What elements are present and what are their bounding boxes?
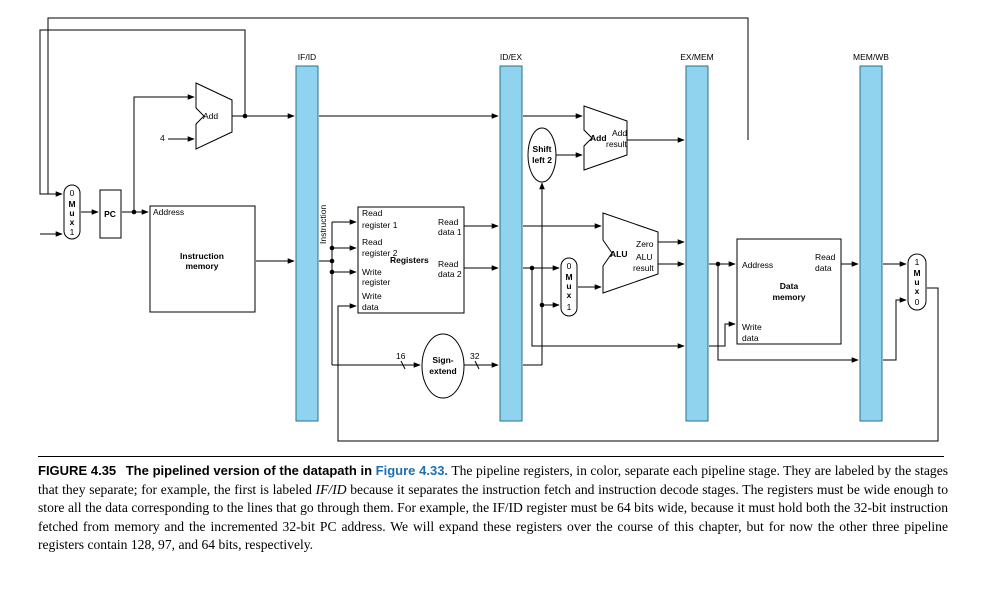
pipeline-register-id-ex: ID/EX [499, 52, 523, 422]
svg-text:M: M [68, 199, 75, 209]
svg-text:x: x [567, 290, 572, 300]
caption-body-emphasis: IF/ID [315, 481, 347, 497]
svg-text:Add: Add [590, 133, 607, 143]
svg-text:ALU: ALU [636, 252, 653, 262]
svg-text:result: result [606, 139, 627, 149]
svg-text:x: x [70, 217, 75, 227]
svg-text:Read: Read [362, 208, 383, 218]
svg-text:1: 1 [915, 257, 920, 267]
svg-text:Data: Data [780, 281, 799, 291]
svg-text:register 1: register 1 [362, 220, 398, 230]
sign-extend: Sign- extend 16 32 [396, 333, 480, 399]
svg-text:ALU: ALU [610, 249, 627, 259]
figure-title: The pipelined version of the datapath in [125, 463, 373, 478]
svg-text:IF/ID: IF/ID [298, 52, 316, 62]
pc-register: PC [99, 189, 122, 239]
caption-rule [38, 456, 944, 457]
svg-text:register 2: register 2 [362, 248, 398, 258]
svg-text:result: result [633, 263, 654, 273]
svg-text:MEM/WB: MEM/WB [853, 52, 889, 62]
add-if: Add [195, 82, 233, 150]
mux-wb: 1 M u x 0 [907, 253, 927, 311]
svg-text:Read: Read [438, 259, 459, 269]
junction-dots [131, 113, 721, 308]
svg-text:data 2: data 2 [438, 269, 462, 279]
svg-text:1: 1 [70, 227, 75, 237]
datapath-diagram: IF/ID Instruction ID/EX EX/MEM MEM/WB 0 … [39, 17, 939, 442]
svg-text:data: data [362, 302, 379, 312]
svg-text:PC: PC [104, 209, 116, 219]
constant-four: 4 [160, 133, 165, 143]
svg-text:Read: Read [438, 217, 459, 227]
instruction-memory: Address Instruction memory [149, 205, 256, 313]
caption-body-1: The pipeline registers, in color, separa… [38, 463, 949, 497]
svg-text:extend: extend [429, 366, 456, 376]
svg-text:16: 16 [396, 351, 406, 361]
svg-text:Address: Address [742, 260, 773, 270]
pipeline-register-ex-mem: EX/MEM [680, 52, 714, 422]
mux-ex: 0 M u x 1 [560, 257, 578, 317]
pipeline-register-mem-wb: MEM/WB [853, 52, 889, 422]
svg-text:register: register [362, 277, 391, 287]
svg-text:Registers: Registers [390, 255, 429, 265]
svg-text:ID/EX: ID/EX [500, 52, 523, 62]
shift-left-2: Shift left 2 [527, 127, 557, 183]
svg-text:Shift: Shift [533, 144, 552, 154]
register-file: Read register 1 Read register 2 Register… [357, 206, 465, 314]
wires [39, 17, 939, 442]
svg-text:0: 0 [567, 261, 572, 271]
svg-text:M: M [913, 268, 920, 278]
svg-text:Sign-: Sign- [432, 355, 453, 365]
instruction-label: Instruction [318, 205, 328, 244]
figure-caption: FIGURE 4.35 The pipelined version of the… [38, 462, 948, 555]
svg-text:M: M [565, 272, 572, 282]
svg-text:data: data [815, 263, 832, 273]
svg-text:data 1: data 1 [438, 227, 462, 237]
figure-number: FIGURE 4.35 [38, 463, 117, 478]
svg-text:Zero: Zero [636, 239, 654, 249]
svg-text:memory: memory [772, 292, 805, 302]
add-ex: Add Add result [583, 105, 628, 171]
svg-text:Write: Write [742, 322, 762, 332]
svg-text:u: u [566, 281, 571, 291]
svg-text:u: u [69, 208, 74, 218]
alu: ALU Zero ALU result [602, 212, 659, 294]
svg-text:EX/MEM: EX/MEM [680, 52, 714, 62]
svg-text:data: data [742, 333, 759, 343]
figure-reference-link[interactable]: Figure 4.33. [375, 463, 449, 478]
svg-text:Write: Write [362, 267, 382, 277]
svg-text:0: 0 [70, 188, 75, 198]
data-memory: Address Write data Read data Data memory [736, 238, 842, 345]
mux-if: 0 M u x 1 [63, 184, 81, 240]
svg-text:Read: Read [362, 237, 383, 247]
svg-text:left 2: left 2 [532, 155, 552, 165]
svg-text:Read: Read [815, 252, 836, 262]
svg-text:Address: Address [153, 207, 184, 217]
svg-text:Add: Add [612, 128, 627, 138]
svg-text:Add: Add [203, 111, 218, 121]
svg-text:0: 0 [915, 297, 920, 307]
svg-text:x: x [915, 286, 920, 296]
svg-text:Instruction: Instruction [180, 251, 224, 261]
pipeline-register-if-id: IF/ID Instruction [295, 52, 328, 422]
svg-text:32: 32 [470, 351, 480, 361]
svg-text:memory: memory [185, 261, 218, 271]
svg-text:u: u [914, 277, 919, 287]
svg-text:Write: Write [362, 291, 382, 301]
caption-body-2: because it separates the instruction fet… [38, 481, 949, 553]
svg-text:1: 1 [567, 302, 572, 312]
